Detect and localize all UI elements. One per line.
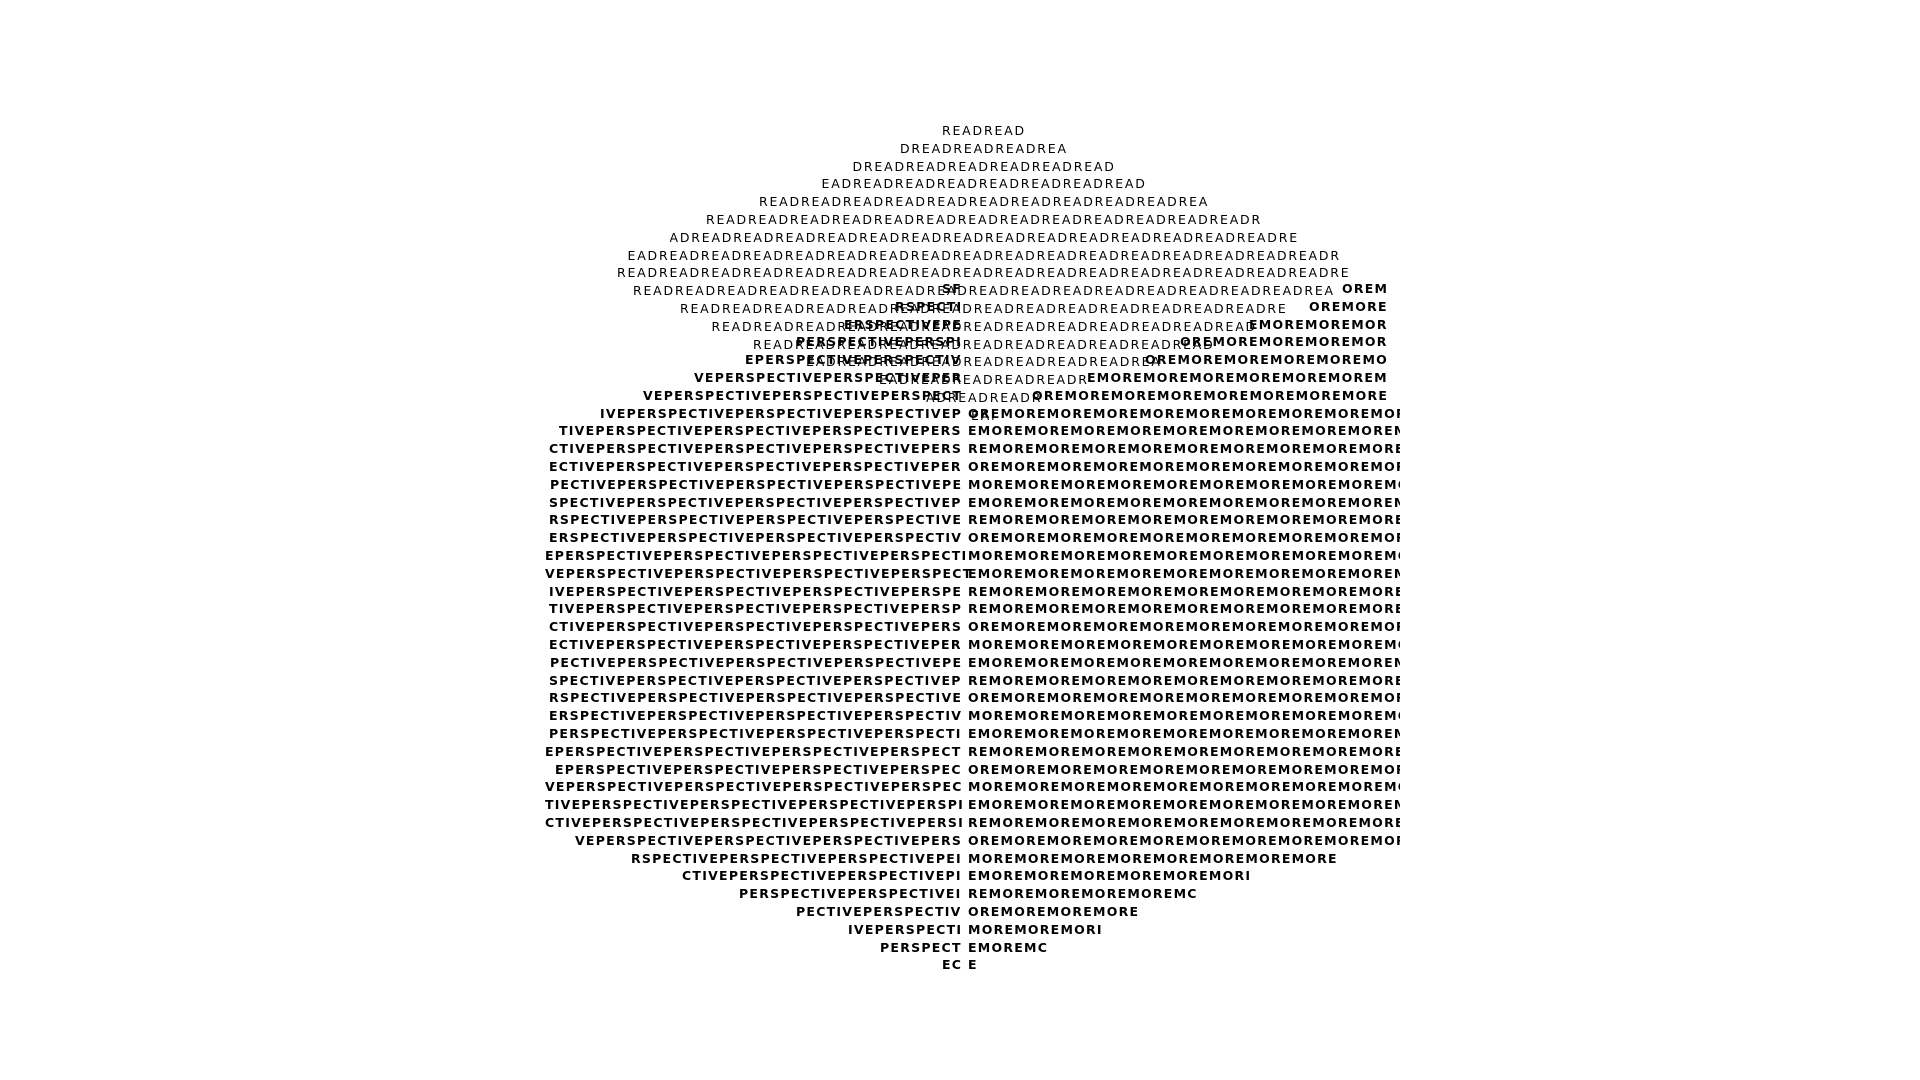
perspective-text-line: EPERSPECTIVEPERSPECTIVEPERSPECTIVEPERSPE… [545, 743, 962, 759]
perspective-text-line: PERSPECTIVEPERSPECTIVEI [739, 886, 962, 902]
more-text-line: MOREMOREMOREMOREMOREMOREMOREMOREMOREMORE… [968, 708, 1400, 724]
perspective-text-line: RSPECTIVEPERSPECTIVEPERSPECTIVEPEI [631, 850, 962, 866]
perspective-text-line: ERSPECTIVEPERSPECTIVEPERSPECTIVEPERSPECT… [549, 708, 963, 724]
more-text-line: MOREMOREMOREMOREMOREMOREMOREMOREMOREMORE… [968, 548, 1400, 563]
perspective-text-line: PERSPECT [880, 939, 962, 955]
read-text-line: EADREADREADREADREADREADREADREADREA [806, 354, 1162, 370]
perspective-text-line: RSPECTI [895, 298, 963, 314]
more-text-line: OREMOREMOREMOREMOREMOREMOREMOREMOREMOREM… [968, 690, 1400, 706]
more-text-line: REMOREMOREMOREMOREMOREMOREMOREMOREMOREMO… [968, 512, 1400, 528]
more-text-line: EMOREMOREMOREMOREMOREMORI [968, 868, 1252, 884]
more-text-line: OREMOREMOREMOREMOREMOREMOREMOREMOREMOREM… [968, 832, 1400, 848]
more-text-line: REMOREMOREMOREMOREMOREMOREMOREMOREMOREMO… [968, 672, 1400, 688]
more-text-line: EMOREMOREMOREMOREMOREMOREMOREMOREMOREMOR… [968, 494, 1400, 510]
perspective-text-line: EPERSPECTIVEPERSPECTIVEPERSPECTIVEPERSPE… [555, 761, 962, 777]
perspective-text-line: PERSPECTIVEPERSPI [796, 334, 962, 350]
more-text-line: OREMOREMOREMOREMOREMOREMOREMOREMOREMOREM… [968, 459, 1400, 474]
perspective-text-line: ECTIVEPERSPECTIVEPERSPECTIVEPERSPECTIVEP… [549, 637, 962, 652]
perspective-text-line: TIVEPERSPECTIVEPERSPECTIVEPERSPECTIVEPER… [549, 601, 963, 617]
more-text-line: REMOREMOREMOREMOREMOREMOREMOREMOREMOREMO… [968, 743, 1400, 759]
perspective-text-line: ECTIVEPERSPECTIVEPERSPECTIVEPERSPECTIVEP… [549, 459, 962, 474]
more-text-line: MOREMOREMOREMOREMOREMOREMOREMOREMOREMORE… [968, 637, 1400, 652]
more-text-line: EMOREMOREMOREMOREMOREMOREMOREMOREMOREMOR… [968, 654, 1400, 670]
more-text-line: E [968, 957, 978, 973]
more-text-line: OREMOREMOREMOREMOREMOREMOREMORE [1032, 387, 1389, 403]
more-text-line: OREMOREMOREMOREMOREMOREMOREMOREMOREMOR [968, 405, 1400, 421]
more-text-line: OREMOREMOREMOREMOR [1180, 334, 1388, 350]
more-text-line: EMOREMC [968, 939, 1049, 955]
read-text-line: EADREADREADREADREADREADREADREADREADREADR… [627, 247, 1341, 263]
more-text-line: EMOREMOREMOR [1249, 316, 1388, 332]
perspective-text-line: EC [942, 957, 963, 973]
read-text-line: READREADREADREADREADREADREADREADREADREAD… [680, 301, 1288, 316]
more-text-line: MOREMOREMOREMOREMOREMOREMOREMOREMOREMORE… [968, 779, 1400, 795]
more-text-line: EMOREMOREMOREMOREMOREMOREMOREMOREMOREMOR… [968, 726, 1400, 741]
perspective-text-line: ERSPECTIVEPE [844, 316, 963, 332]
more-text-line: OREMOREMOREMOREMOREMOREMOREMOREMOREMOREM… [968, 619, 1400, 635]
perspective-text-line: EPERSPECTIVEPERSPECTIVEPERSPECTIVEPERSPE… [545, 548, 968, 563]
more-text-line: REMOREMOREMOREMOREMOREMOREMOREMOREMOREMO… [968, 441, 1400, 457]
more-text-line: EMOREMOREMOREMOREMOREMOREMOREMOREMOREMOR… [968, 423, 1400, 439]
more-text-line: REMOREMOREMOREMOREMOREMOREMOREMOREMOREMO… [968, 815, 1400, 830]
more-text-line: OREMOREMOREMOREMOREMO [1145, 352, 1389, 368]
read-text-line: ADREADREADREADREADREADREADREADREADREADRE… [669, 229, 1299, 245]
more-text-line: OREMOREMOREMOREMOREMOREMOREMOREMOREMOREM… [968, 530, 1400, 546]
perspective-text-line: PERSPECTIVEPERSPECTIVEPERSPECTIVEPERSPEC… [549, 726, 962, 741]
more-text-line: OREM [1342, 281, 1389, 296]
more-text-line: EMOREMOREMOREMOREMOREMOREM [1087, 370, 1388, 385]
more-text-line: OREMOREMOREMORE [968, 904, 1140, 919]
perspective-text-line: RSPECTIVEPERSPECTIVEPERSPECTIVEPERSPECTI… [549, 512, 963, 528]
more-text-line: EMOREMOREMOREMOREMOREMOREMOREMOREMOREMOR… [968, 565, 1400, 581]
more-text-line: EMOREMOREMOREMOREMOREMOREMOREMOREMOREMOR… [968, 797, 1400, 813]
more-text-line: OREMOREMOREMOREMOREMOREMOREMOREMOREMOREM… [968, 761, 1400, 777]
read-text-line: READREADREADREADREADREADREADREADREADREAD… [759, 194, 1210, 210]
read-text-line: EADREADREADREADREADREADREADREAD [821, 176, 1147, 192]
perspective-text-line: SPECTIVEPERSPECTIVEPERSPECTIVEPERSPECTIV… [549, 494, 962, 510]
perspective-text-line: PECTIVEPERSPECTIVEPERSPECTIVEPERSPECTIVE… [550, 476, 963, 492]
perspective-text-line: VEPERSPECTIVEPERSPECTIVEPERSPECTIVEPERSP… [545, 779, 963, 795]
read-text-line: EADREADREADREADREADR [879, 372, 1089, 388]
perspective-text-line: CTIVEPERSPECTIVEPERSPECTIVEPERSPECTIVEPE… [549, 441, 963, 457]
read-text-line: READREADREADREADREADREADREADREADREADREAD… [633, 283, 1335, 299]
more-text-line: REMOREMOREMOREMOREMOREMOREMOREMOREMOREMO… [968, 583, 1400, 599]
read-text-line: ADREADREADR [926, 390, 1043, 405]
read-text-line: READREADREADREADREADREADREADREADREADREAD… [617, 265, 1351, 281]
more-text-line: MOREMOREMORI [968, 921, 1103, 937]
perspective-text-line: EPERSPECTIVEPERSPECTIV [745, 352, 962, 368]
perspective-text-line: IVEPERSPECTIVEPERSPECTIVEPERSPECTIVEP [600, 405, 963, 421]
perspective-text-line: PECTIVEPERSPECTIV [796, 904, 962, 919]
read-text-line: READREAD [942, 123, 1026, 138]
read-text-line: DREADREADREADREADREADREAD [852, 158, 1116, 174]
read-text-line: EAI [971, 407, 997, 423]
perspective-text-line: ERSPECTIVEPERSPECTIVEPERSPECTIVEPERSPECT… [549, 530, 963, 546]
read-text-line: READREADREADREADREADREADREADREADREADREAD… [706, 212, 1262, 227]
perspective-text-line: TIVEPERSPECTIVEPERSPECTIVEPERSPECTIVEPER… [545, 797, 965, 813]
perspective-text-line: CTIVEPERSPECTIVEPERSPECTIVEPERSPECTIVEPE… [549, 619, 963, 635]
perspective-text-line: VEPERSPECTIVEPERSPECTIVEPERSPECTIVEPERSP… [545, 565, 973, 581]
perspective-text-line: IVEPERSPECTI [848, 921, 963, 937]
perspective-text-line: VEPERSPECTIVEPERSPECTIVEPERSPECT [643, 387, 963, 403]
perspective-text-line: SF [942, 281, 963, 296]
more-text-line: MOREMOREMOREMOREMOREMOREMOREMORE [968, 850, 1338, 866]
perspective-text-line: CTIVEPERSPECTIVEPERSPECTIVEPI [682, 868, 962, 884]
perspective-text-line: SPECTIVEPERSPECTIVEPERSPECTIVEPERSPECTIV… [549, 672, 962, 688]
perspective-text-line: RSPECTIVEPERSPECTIVEPERSPECTIVEPERSPECTI… [549, 690, 963, 706]
perspective-text-line: TIVEPERSPECTIVEPERSPECTIVEPERSPECTIVEPER… [559, 423, 962, 439]
perspective-text-line: VEPERSPECTIVEPERSPECTIVEPER [694, 370, 963, 385]
read-text-line: READREADREADREADREADREADREADREADREADREAD… [753, 336, 1215, 352]
perspective-text-line: PECTIVEPERSPECTIVEPERSPECTIVEPERSPECTIVE… [550, 654, 963, 670]
read-text-line: READREADREADREADREADREADREADREADREADREAD… [711, 318, 1257, 334]
more-text-line: OREMORE [1309, 298, 1388, 314]
more-text-line: REMOREMOREMOREMOREMOREMOREMOREMOREMOREMO… [968, 601, 1400, 617]
perspective-text-line: CTIVEPERSPECTIVEPERSPECTIVEPERSPECTIVEPE… [545, 815, 965, 830]
read-text-line: DREADREADREADREA [900, 140, 1068, 156]
perspective-text-line: VEPERSPECTIVEPERSPECTIVEPERSPECTIVEPERS [575, 832, 963, 848]
more-text-line: REMOREMOREMOREMOREMC [968, 886, 1198, 902]
perspective-text-line: IVEPERSPECTIVEPERSPECTIVEPERSPECTIVEPERS… [549, 583, 963, 599]
more-text-line: MOREMOREMOREMOREMOREMOREMOREMOREMOREMORE… [968, 476, 1400, 492]
